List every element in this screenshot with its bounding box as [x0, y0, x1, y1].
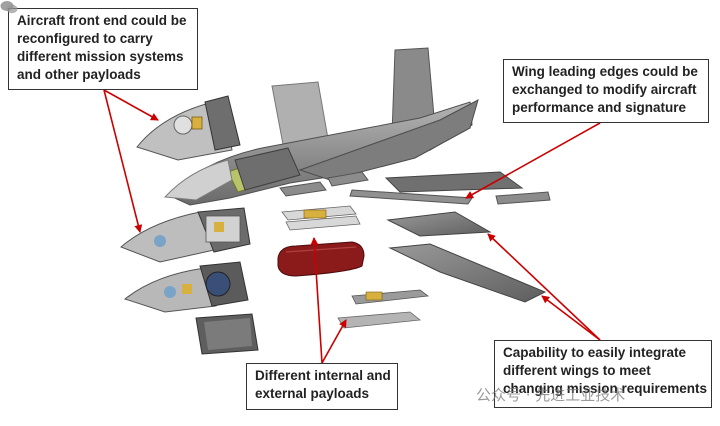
callout-line: Capability to easily integrate: [503, 345, 687, 360]
callout-line: Wing leading edges could be: [512, 64, 698, 79]
main-airframe: [163, 47, 479, 206]
callout-payloads: Different internal and external payloads: [246, 363, 398, 410]
callout-line: exchanged to modify aircraft: [512, 82, 697, 97]
payload-pod-red: [277, 241, 365, 277]
payload-missile: [337, 289, 430, 329]
payload-munitions: [281, 205, 361, 231]
wechat-icon: [0, 1, 18, 14]
callout-line: performance and signature: [512, 100, 687, 115]
callout-wings: Capability to easily integrate different…: [494, 340, 712, 408]
front-end-variant-2: [123, 261, 249, 313]
front-end-variant-1: [120, 207, 251, 263]
watermark: 公众号 · 先进工业技术: [476, 386, 626, 404]
wing-option-large: [388, 243, 547, 303]
callout-line: Aircraft front end could be: [17, 13, 187, 28]
callout-arrows: [103, 89, 601, 364]
callout-front-end: Aircraft front end could be reconfigured…: [8, 8, 198, 90]
callout-line: reconfigured to carry: [17, 31, 153, 46]
front-end-module: [136, 95, 241, 161]
front-end-variant-3: [195, 313, 259, 355]
callout-line: Different internal and: [255, 368, 391, 383]
callout-line: changing mission requirements: [503, 381, 708, 396]
callout-line: external payloads: [255, 386, 370, 401]
wing-leading-edge-parts: [279, 171, 551, 205]
callout-line: and other payloads: [17, 67, 141, 82]
callout-line: different mission systems: [17, 49, 184, 64]
callout-line: different wings to meet: [503, 363, 651, 378]
callout-wing-leading-edges: Wing leading edges could be exchanged to…: [503, 59, 709, 123]
wing-option-small: [386, 211, 492, 237]
